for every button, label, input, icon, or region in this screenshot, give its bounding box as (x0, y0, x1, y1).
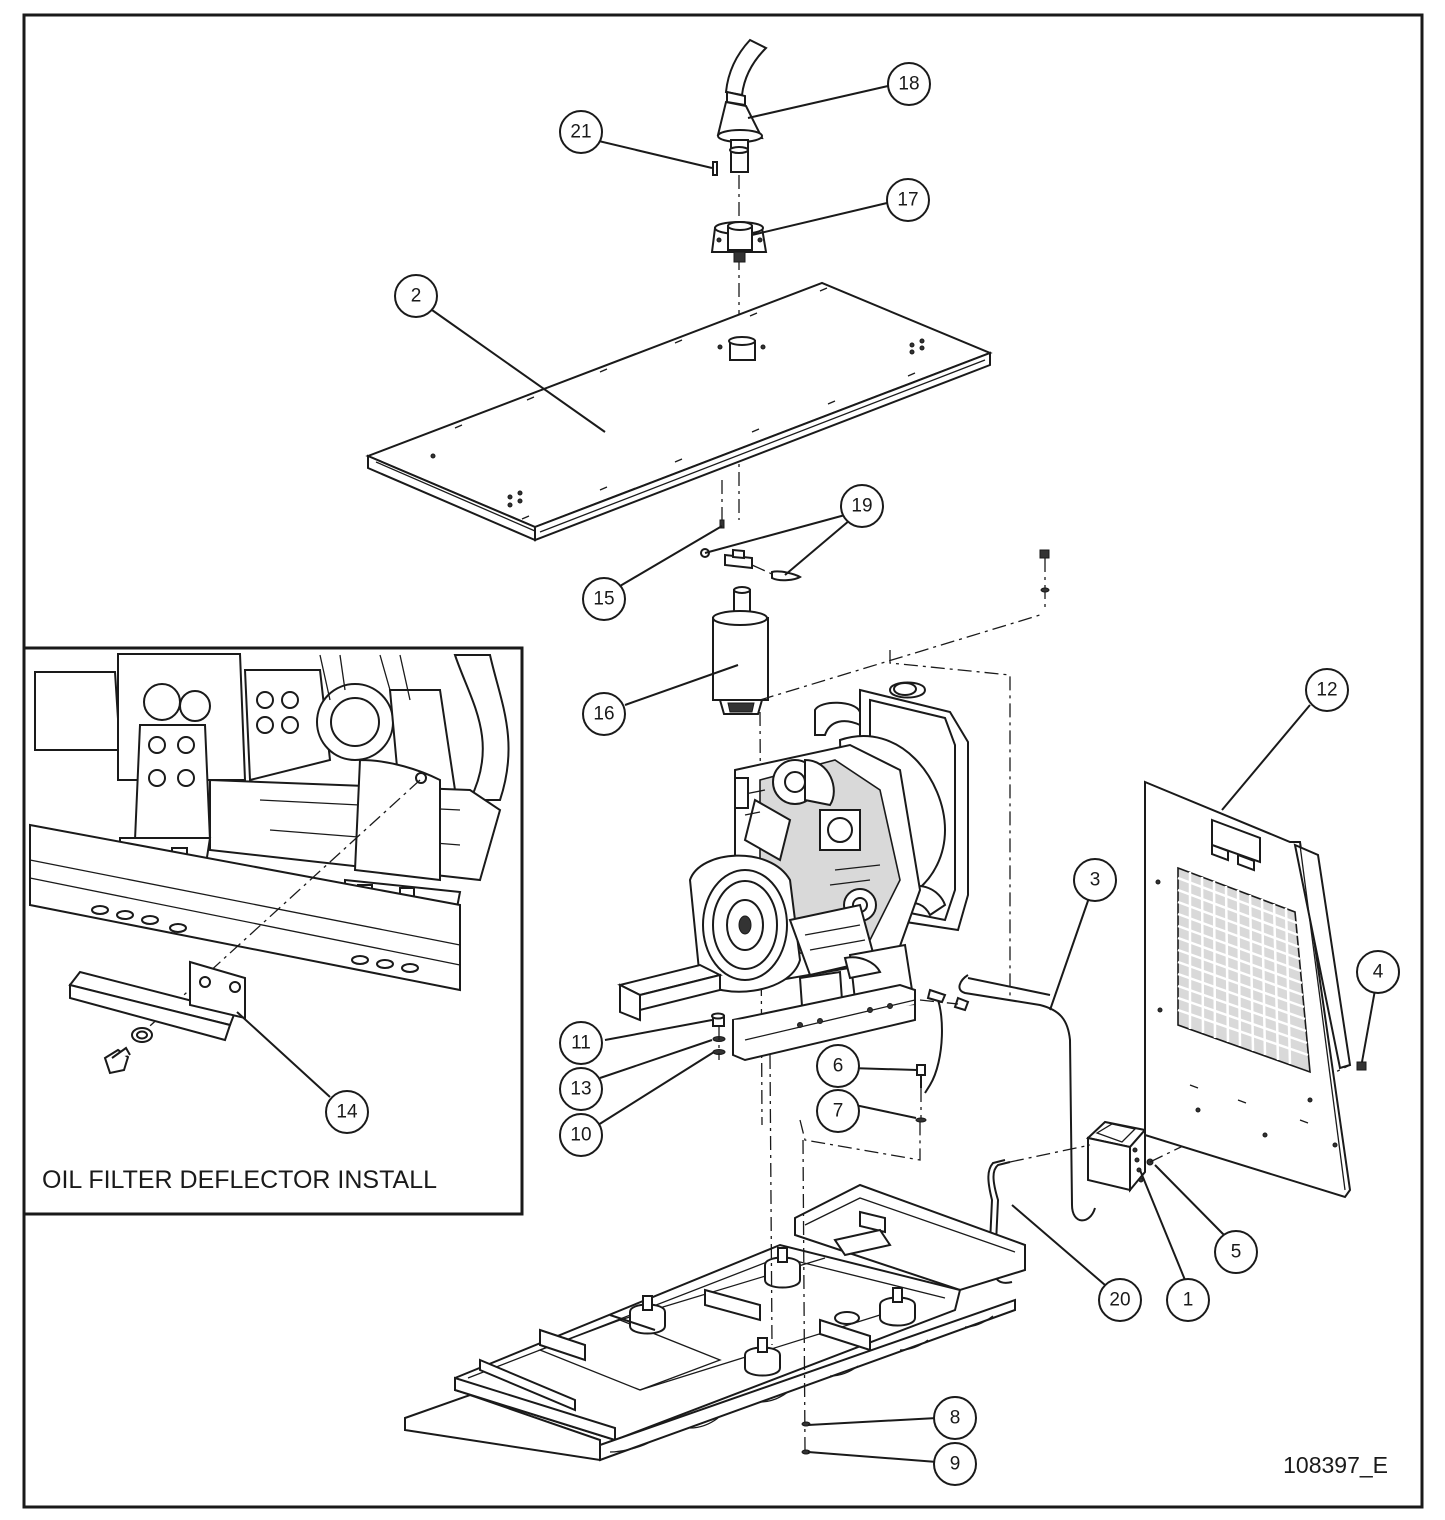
callout-balloon-11: 11 (559, 1021, 603, 1065)
svg-text:14: 14 (336, 1102, 358, 1123)
svg-text:6: 6 (833, 1056, 844, 1077)
vibration-mounts (539, 1247, 916, 1377)
ground-hardware (915, 1064, 927, 1123)
callout-balloon-18: 18 (887, 62, 931, 106)
mount-hardware-stack (711, 1012, 726, 1060)
support-tube (987, 1144, 1091, 1284)
svg-text:8: 8 (950, 1408, 961, 1429)
top-panel (365, 281, 993, 542)
svg-text:1: 1 (1183, 1290, 1194, 1311)
callout-leaders (236, 85, 1376, 1463)
svg-text:20: 20 (1109, 1290, 1130, 1311)
side-panel (1144, 780, 1367, 1199)
muffler (712, 586, 1041, 1126)
svg-text:15: 15 (593, 589, 614, 610)
callout-balloon-16: 16 (582, 692, 626, 736)
engine-assembly (688, 650, 1011, 1161)
callout-balloon-8: 8 (933, 1396, 977, 1440)
inset-caption: OIL FILTER DEFLECTOR INSTALL (42, 1166, 437, 1194)
svg-text:16: 16 (593, 704, 614, 725)
svg-text:10: 10 (570, 1125, 591, 1146)
callout-balloon-5: 5 (1214, 1230, 1258, 1274)
svg-text:3: 3 (1090, 870, 1101, 891)
svg-text:18: 18 (898, 74, 919, 95)
svg-text:9: 9 (950, 1454, 961, 1475)
svg-text:5: 5 (1231, 1242, 1242, 1263)
callout-balloon-19: 19 (840, 484, 884, 528)
callout-balloon-1: 1 (1166, 1278, 1210, 1322)
callout-balloon-6: 6 (816, 1044, 860, 1088)
callout-balloon-3: 3 (1073, 858, 1117, 902)
callout-balloon-21: 21 (559, 110, 603, 154)
svg-text:7: 7 (833, 1101, 844, 1122)
callout-balloon-13: 13 (559, 1067, 603, 1111)
callout-balloon-12: 12 (1305, 668, 1349, 712)
callout-balloon-9: 9 (933, 1442, 977, 1486)
callout-balloon-10: 10 (559, 1113, 603, 1157)
callout-balloon-14: 14 (325, 1090, 369, 1134)
control-box (1085, 1064, 1351, 1193)
svg-text:11: 11 (571, 1033, 591, 1054)
callout-balloon-7: 7 (816, 1089, 860, 1133)
svg-text:4: 4 (1373, 962, 1384, 983)
svg-text:2: 2 (411, 286, 422, 307)
callout-balloon-20: 20 (1098, 1278, 1142, 1322)
inset-deflector-bracket (68, 779, 421, 1075)
engine-skid-rails (617, 963, 916, 1062)
svg-text:13: 13 (570, 1079, 591, 1100)
oil-filter-deflector-inset: OIL FILTER DEFLECTOR INSTALL (22, 646, 524, 1216)
top-right-fastener (1039, 549, 1050, 612)
svg-text:21: 21 (570, 122, 591, 143)
exhaust-flange (710, 221, 768, 263)
callout-balloon-17: 17 (886, 178, 930, 222)
svg-text:17: 17 (897, 190, 918, 211)
base-frame (404, 1054, 1026, 1462)
exhaust-clamp (700, 480, 802, 582)
callout-balloon-2: 2 (394, 274, 438, 318)
inset-frame-rail (29, 823, 461, 992)
side-panel-grille (1177, 872, 1309, 1065)
svg-text:12: 12 (1316, 680, 1337, 701)
wire-harness (919, 974, 1096, 1222)
callout-balloon-15: 15 (582, 577, 626, 621)
document-number: 108397_E (1283, 1452, 1388, 1478)
svg-text:19: 19 (851, 496, 872, 517)
callout-balloon-4: 4 (1356, 950, 1400, 994)
